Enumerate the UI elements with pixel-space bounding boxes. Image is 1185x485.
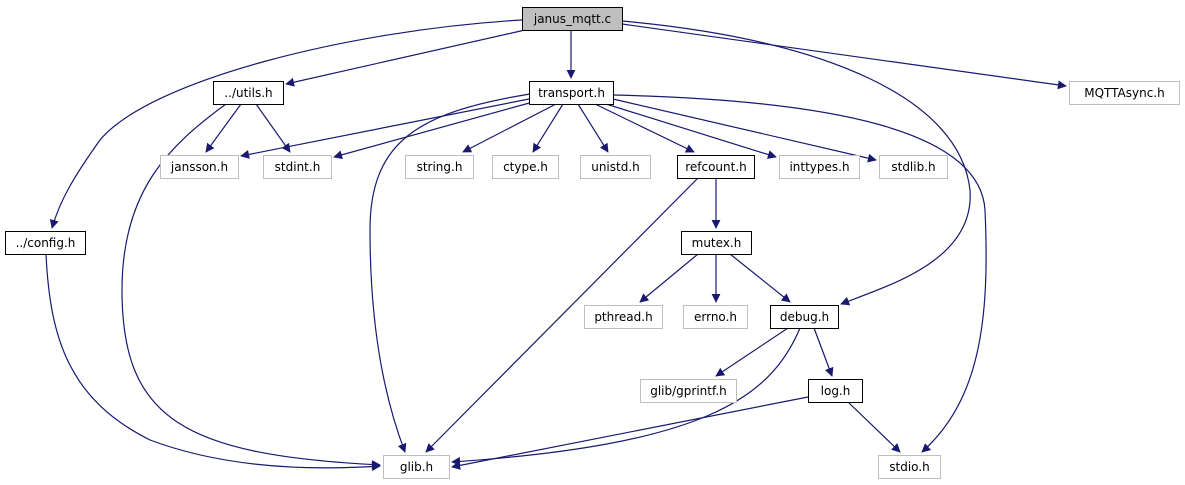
edge-mutex-h-to-debug-h <box>729 253 791 303</box>
node-inttypes-h: inttypes.h <box>779 155 860 179</box>
edge-transport-h-to-stdint-h <box>333 101 534 160</box>
node-label: stdint.h <box>275 160 321 174</box>
edge-transport-h-to-refcount-h <box>594 103 695 153</box>
node-label: ../config.h <box>16 236 76 250</box>
edge-debug-h-to-glib-gprintf-h <box>715 327 789 377</box>
node-debug-h[interactable]: debug.h <box>770 305 839 329</box>
node-box <box>160 155 239 179</box>
node-label: janus_mqtt.c <box>533 12 611 26</box>
node-label: refcount.h <box>685 160 747 174</box>
edge-refcount-h-to-glib-h <box>425 177 699 453</box>
edge-transport-h-to-glib-h <box>369 93 531 453</box>
node-box <box>640 379 737 403</box>
node-label: glib/gprintf.h <box>650 384 727 398</box>
node-label: debug.h <box>780 310 829 324</box>
node-box <box>529 81 614 105</box>
edge-debug-h-to-glib-h <box>451 327 801 466</box>
node-label: mutex.h <box>692 236 742 250</box>
edge-transport-h-to-stdlib-h <box>612 98 877 163</box>
node-glib-h: glib.h <box>383 455 450 479</box>
edge-utils-h-to-stdint-h <box>255 103 291 153</box>
node-box <box>681 231 752 255</box>
node-ctype-h: ctype.h <box>492 155 559 179</box>
node-box <box>383 455 450 479</box>
node-string-h: string.h <box>405 155 474 179</box>
edge-utils-h-to-glib-h <box>121 103 381 470</box>
edge-utils-h-to-jansson-h <box>205 103 242 153</box>
node-box <box>677 155 755 179</box>
edge-transport-h-to-ctype-h <box>532 103 564 153</box>
node-log-h[interactable]: log.h <box>808 379 863 403</box>
node-config-h[interactable]: ../config.h <box>5 231 86 255</box>
edge-janus-mqtt-c-to-debug-h <box>621 20 971 306</box>
edge-transport-h-to-string-h <box>462 103 557 153</box>
node-glib-gprintf-h: glib/gprintf.h <box>640 379 737 403</box>
node-label: inttypes.h <box>789 160 849 174</box>
node-label: stdio.h <box>889 460 929 474</box>
node-box <box>213 81 284 105</box>
edges-layer <box>45 19 1067 472</box>
edge-janus-mqtt-c-to-utils-h <box>285 29 526 87</box>
node-label: pthread.h <box>594 310 652 324</box>
node-box <box>5 231 86 255</box>
node-refcount-h[interactable]: refcount.h <box>677 155 755 179</box>
node-label: ../utils.h <box>224 86 272 100</box>
node-label: errno.h <box>694 310 737 324</box>
edge-config-h-to-glib-h <box>45 253 381 472</box>
node-label: MQTTAsync.h <box>1084 86 1165 100</box>
node-box <box>779 155 860 179</box>
edge-log-h-to-stdio-h <box>847 401 901 453</box>
edge-log-h-to-glib-h <box>451 396 809 470</box>
edge-transport-h-to-unistd-h <box>577 103 609 153</box>
edge-transport-h-to-stdio-h <box>612 94 987 453</box>
node-pthread-h: pthread.h <box>584 305 663 329</box>
edge-janus-mqtt-c-to-config-h <box>49 19 523 229</box>
node-label: jansson.h <box>170 160 228 174</box>
node-box <box>263 155 332 179</box>
node-janus-mqtt-c[interactable]: janus_mqtt.c <box>522 7 623 31</box>
node-transport-h[interactable]: transport.h <box>529 81 614 105</box>
node-box <box>492 155 559 179</box>
node-errno-h: errno.h <box>683 305 748 329</box>
node-label: unistd.h <box>591 160 640 174</box>
node-box <box>879 155 948 179</box>
node-mqttasync-h: MQTTAsync.h <box>1069 81 1180 105</box>
node-stdlib-h: stdlib.h <box>879 155 948 179</box>
node-utils-h[interactable]: ../utils.h <box>213 81 284 105</box>
edge-janus-mqtt-c-to-mqttasync-h <box>621 23 1067 90</box>
node-label: ctype.h <box>503 160 548 174</box>
edge-transport-h-to-jansson-h <box>240 98 530 159</box>
node-box <box>878 455 941 479</box>
node-box <box>580 155 651 179</box>
nodes-layer: janus_mqtt.c ../utils.h transport.h MQTTAsy… <box>5 7 1180 479</box>
node-label: transport.h <box>538 86 605 100</box>
node-box <box>808 379 863 403</box>
edge-debug-h-to-log-h <box>813 327 834 377</box>
node-box <box>405 155 474 179</box>
node-label: stdlib.h <box>891 160 935 174</box>
node-unistd-h: unistd.h <box>580 155 651 179</box>
node-label: string.h <box>417 160 463 174</box>
node-jansson-h: jansson.h <box>160 155 239 179</box>
node-label: log.h <box>821 384 851 398</box>
node-box <box>584 305 663 329</box>
node-stdio-h: stdio.h <box>878 455 941 479</box>
node-stdint-h: stdint.h <box>263 155 332 179</box>
node-mutex-h[interactable]: mutex.h <box>681 231 752 255</box>
node-label: glib.h <box>400 460 433 474</box>
node-box <box>770 305 839 329</box>
edge-transport-h-to-inttypes-h <box>605 103 777 159</box>
node-box <box>683 305 748 329</box>
node-box <box>522 7 623 31</box>
node-box <box>1069 81 1180 105</box>
edge-mutex-h-to-pthread-h <box>639 253 699 303</box>
